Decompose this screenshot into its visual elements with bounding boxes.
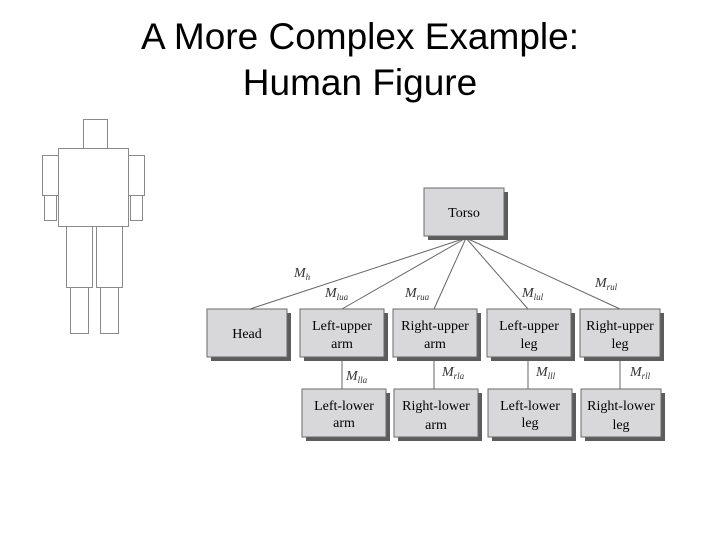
node-torso: Torso [423,187,508,240]
edge-label-mlua: Mlua [324,286,349,302]
edge-torso-right-upper-arm [433,237,467,310]
node-right-lower-leg-line1: Right-lower [587,399,655,414]
node-left-lower-arm-line1: Left-lower [314,399,374,414]
edge-label-mh: Mh [293,266,311,282]
node-left-upper-leg-line1: Left-upper [499,319,559,334]
edge-label-mlll: Mlll [535,365,556,381]
node-left-upper-leg-line2: leg [520,337,537,352]
node-right-lower-arm-line1: Right-lower [402,399,470,414]
figure-left-lower-leg [70,287,89,334]
title-line-2: Human Figure [242,62,478,103]
edge-label-mrul: Mrul [594,276,618,292]
node-left-lower-arm-line2: arm [333,416,355,431]
node-right-lower-arm-line2: arm [425,418,447,433]
edge-label-mrll: Mrll [629,365,651,381]
figure-left-lower-arm [44,195,57,221]
node-right-upper-arm: Right-upper arm [392,308,481,361]
node-head-label: Head [232,327,262,342]
node-right-upper-leg: Right-upper leg [579,308,664,361]
node-left-lower-arm: Left-lower arm [301,388,390,441]
node-left-upper-arm: Left-upper arm [299,308,388,361]
slide-title: A More Complex Example: Human Figure [0,14,720,106]
edge-label-mlla: Mlla [345,369,368,385]
edge-torso-left-upper-arm [341,237,467,310]
edge-label-mlul: Mlul [521,286,544,302]
node-right-upper-arm-line1: Right-upper [401,319,469,334]
edge-label-mrla: Mrla [441,365,465,381]
node-left-upper-leg: Left-upper leg [486,308,575,361]
node-right-lower-leg: Right-lower leg [580,388,665,441]
title-line-1: A More Complex Example: [140,16,579,57]
node-torso-label: Torso [448,206,480,221]
edge-torso-right-upper-leg [465,237,621,310]
node-head: Head [206,308,291,361]
node-right-lower-arm: Right-lower arm [393,388,482,441]
node-right-upper-leg-line1: Right-upper [586,319,654,334]
node-right-upper-leg-line2: leg [611,337,628,352]
node-left-lower-leg: Left-lower leg [487,388,576,441]
node-left-lower-leg-line2: leg [521,416,538,431]
node-left-upper-arm-line1: Left-upper [312,319,372,334]
figure-right-lower-leg [100,287,119,334]
node-left-lower-leg-line1: Left-lower [500,399,560,414]
edge-torso-left-upper-leg [465,237,529,310]
edge-torso-head [249,237,467,310]
figure-right-lower-arm [130,195,143,221]
node-right-lower-leg-line2: leg [612,418,629,433]
node-right-upper-arm-line2: arm [424,337,446,352]
edge-label-mrua: Mrua [404,286,430,302]
node-left-upper-arm-line2: arm [331,337,353,352]
